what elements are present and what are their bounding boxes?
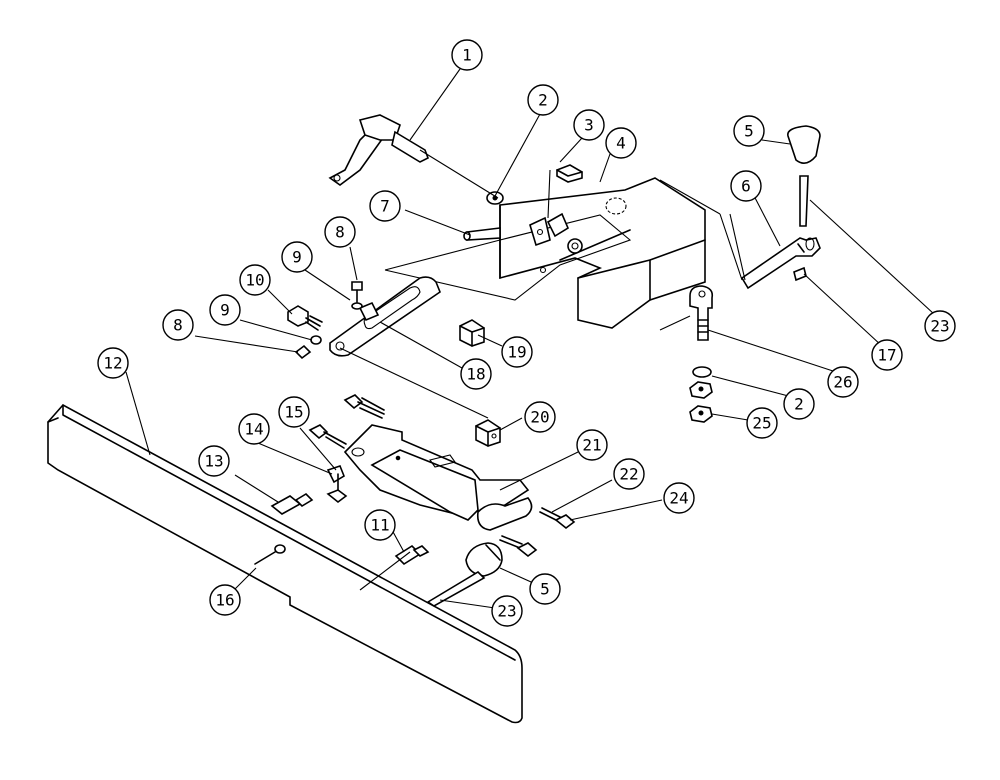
callout-5: 5 (733, 115, 765, 147)
svg-text:23: 23 (497, 602, 516, 621)
svg-text:12: 12 (103, 354, 122, 373)
grease-fitting-part (270, 492, 314, 515)
svg-text:13: 13 (204, 452, 223, 471)
key-part (556, 164, 583, 183)
svg-text:4: 4 (616, 134, 626, 153)
callout-17: 17 (871, 339, 903, 371)
callout-1: 1 (451, 39, 483, 71)
mounting-plate-part (343, 424, 533, 531)
svg-text:24: 24 (669, 489, 688, 508)
svg-text:7: 7 (380, 197, 390, 216)
svg-text:5: 5 (540, 580, 550, 599)
svg-text:2: 2 (538, 91, 548, 110)
callout-8: 8 (324, 216, 356, 248)
leader-lines (125, 68, 935, 609)
svg-text:1: 1 (462, 46, 472, 65)
callout-6: 6 (730, 170, 762, 202)
adjusting-link-part (329, 276, 441, 357)
svg-text:8: 8 (173, 316, 183, 335)
callout-9: 9 (281, 241, 313, 273)
svg-text:5: 5 (744, 122, 754, 141)
svg-text:18: 18 (466, 365, 485, 384)
callout-22: 22 (613, 458, 645, 490)
callout-12: 12 (97, 347, 129, 379)
callout-16: 16 (209, 584, 241, 616)
lever-handle-part (328, 114, 430, 186)
svg-text:23: 23 (930, 317, 949, 336)
callout-24: 24 (663, 482, 695, 514)
svg-text:2: 2 (794, 395, 804, 414)
callout-5b: 5 (529, 573, 561, 605)
svg-text:22: 22 (619, 465, 638, 484)
callout-4: 4 (605, 127, 637, 159)
callout-13: 13 (198, 445, 230, 477)
grease-fitting-part (394, 544, 430, 566)
threaded-screw-part (343, 394, 385, 419)
callout-25: 25 (746, 407, 778, 439)
dowel-pin-part (463, 227, 501, 241)
knob-part (426, 542, 503, 607)
washer-part (692, 366, 712, 378)
svg-text:26: 26 (833, 373, 852, 392)
clamp-block-part (499, 177, 706, 329)
svg-text:3: 3 (584, 116, 594, 135)
pin-bracket-part (529, 212, 570, 247)
svg-text:6: 6 (741, 177, 751, 196)
svg-text:19: 19 (507, 343, 526, 362)
callout-23b: 23 (491, 595, 523, 627)
square-nut-part (459, 319, 485, 347)
shaft-part (740, 237, 821, 290)
cap-screw-part (351, 281, 363, 310)
callout-15: 15 (278, 396, 310, 428)
callout-26: 26 (827, 366, 859, 398)
base-rail-part (47, 403, 523, 724)
callout-8b: 8 (162, 309, 194, 341)
svg-text:20: 20 (530, 408, 549, 427)
callout-11: 11 (364, 509, 396, 541)
svg-text:16: 16 (215, 591, 234, 610)
callout-19: 19 (501, 336, 533, 368)
hex-bolt-part (287, 305, 323, 331)
washer-part (486, 191, 504, 205)
svg-text:8: 8 (335, 223, 345, 242)
svg-text:9: 9 (292, 248, 302, 267)
threaded-screw-part (539, 507, 576, 530)
svg-text:25: 25 (752, 414, 771, 433)
screw-part (254, 544, 286, 565)
callout-3: 3 (573, 109, 605, 141)
svg-text:21: 21 (582, 436, 601, 455)
svg-text:9: 9 (220, 301, 230, 320)
callout-9b: 9 (209, 294, 241, 326)
callout-14: 14 (238, 413, 270, 445)
callout-21: 21 (576, 429, 608, 461)
svg-text:17: 17 (877, 346, 896, 365)
eye-bolt-part (689, 285, 714, 341)
svg-text:15: 15 (284, 403, 303, 422)
callout-7: 7 (369, 190, 401, 222)
square-nut-part (475, 419, 501, 447)
callout-23: 23 (924, 310, 956, 342)
callout-10: 10 (239, 264, 271, 296)
svg-text:11: 11 (370, 516, 389, 535)
threaded-screw-part (308, 424, 347, 449)
callout-2b: 2 (783, 388, 815, 420)
threaded-screw-part (499, 535, 538, 558)
bolt-part (326, 465, 348, 504)
callout-2: 2 (527, 84, 559, 116)
callout-20: 20 (524, 401, 556, 433)
hex-nut-part (689, 405, 713, 423)
svg-text:14: 14 (244, 420, 263, 439)
svg-text:10: 10 (245, 271, 264, 290)
hex-nut-part (689, 381, 713, 399)
callout-18: 18 (460, 358, 492, 390)
knob-part (787, 125, 821, 227)
